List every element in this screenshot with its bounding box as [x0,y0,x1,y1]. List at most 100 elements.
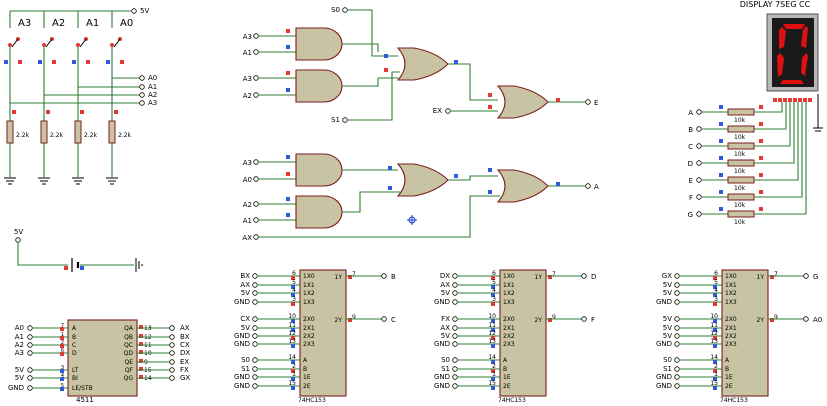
gate-input-terminal [253,176,259,182]
decoder-input-terminal [27,367,33,373]
mux-input-terminal [674,383,680,389]
or-gate-4 [496,169,549,203]
pin-state [291,319,295,323]
pin-state [139,359,143,363]
mux-input-label: GND [434,298,450,306]
decoder-pin-num: 6 [61,348,64,354]
output-label: A1 [148,83,157,91]
pin-state [60,369,64,373]
pin-state [713,344,717,348]
batt-state [64,266,68,270]
switch-lever [45,38,53,48]
decoder-input-label: 5V [15,374,24,382]
segment-terminal [696,194,702,200]
mux-input-label: 5V [663,315,672,323]
resistor-value: 10k [734,134,746,141]
resistor-value: 10k [734,219,746,226]
mux-pin-num: 3 [292,296,296,303]
decoder-pin-name: QE [124,359,133,366]
mux-input-terminal [252,341,258,347]
segment-feed [754,102,803,198]
pin-state [139,325,143,329]
segment-b [801,26,808,48]
decoder-pin-num: 3 [61,365,64,371]
switch-label: A3 [18,18,31,29]
mux-input-label: AX [440,281,450,289]
gate-input-terminal [253,201,259,207]
decoder-output-terminal [169,342,175,348]
pin-state [139,342,143,346]
segment-d [780,80,804,84]
mux-input-terminal [252,374,258,380]
mux-input-terminal [252,316,258,322]
pin-state [491,377,495,381]
mux-input-label: AX [240,281,250,289]
mux-input-terminal [252,290,258,296]
pin-state [491,293,495,297]
mux-input-terminal [452,325,458,331]
gate-input-terminal [253,75,259,81]
or-gate-2 [496,85,549,119]
segment-terminal [696,177,702,183]
pin-state [491,360,495,364]
pin-state [491,344,495,348]
a-label: A [594,183,599,191]
mux-pin-num: 4 [292,287,296,294]
pin-state [291,276,295,280]
switch-pin-state [38,60,42,64]
mux-input-terminal [674,333,680,339]
pin-state [286,88,290,92]
mux-input-terminal [674,341,680,347]
mux-input-label: 5V [241,324,250,332]
mux-input-terminal [252,333,258,339]
mux-output-terminal [381,273,387,279]
supply-terminal [131,8,137,14]
s0-terminal [342,7,348,13]
segment-feed [754,102,795,164]
pin-state [454,174,458,178]
segment-f [779,27,786,49]
segment-dp [809,80,813,84]
mux-input-terminal [252,325,258,331]
mux-pin-name: 1X1 [503,282,515,289]
pin-state [713,293,717,297]
mux-input-label: 5V [663,324,672,332]
mux-input-label: 5V [663,289,672,297]
resistor-value: 2.2k [50,132,64,139]
gate-input-terminal [253,33,259,39]
battery-label: 5V [14,228,23,236]
decoder-pin-name: QG [124,375,134,382]
decoder-pin-num: 2 [61,340,64,346]
mux-input-terminal [674,357,680,363]
pin-state [291,386,295,390]
segment-label: F [689,194,693,202]
pin-state [759,190,763,194]
decoder-output-terminal [169,334,175,340]
mux-input-label: AX [440,324,450,332]
pin-state [759,105,763,109]
pin-state [454,60,458,64]
mux-pin-num: 7 [774,271,778,278]
decoder-pin-num: 5 [61,383,64,389]
display-pin-state [773,98,777,102]
segment-terminal [696,211,702,217]
mux-pin-num: 14 [288,354,296,361]
mux-input-terminal [452,290,458,296]
and-gate-4 [295,195,343,229]
mux-output-label: F [591,316,595,324]
pin-state [291,336,295,340]
pin-state [719,190,723,194]
resistor-value: 10k [734,117,746,124]
pin-state [491,285,495,289]
mux-output-terminal [803,316,809,322]
mux-output-label: A0 [813,316,822,324]
segment-terminal [696,160,702,166]
s1-wire [347,71,400,121]
mux-pin-num: 6 [292,270,296,277]
res-pin-state [12,110,16,114]
segment-resistor [727,193,755,201]
decoder-input-label: A1 [15,333,24,341]
mux-input-terminal [252,357,258,363]
switch-pin-state [4,60,8,64]
mux-pin-name: 1X3 [303,299,315,306]
